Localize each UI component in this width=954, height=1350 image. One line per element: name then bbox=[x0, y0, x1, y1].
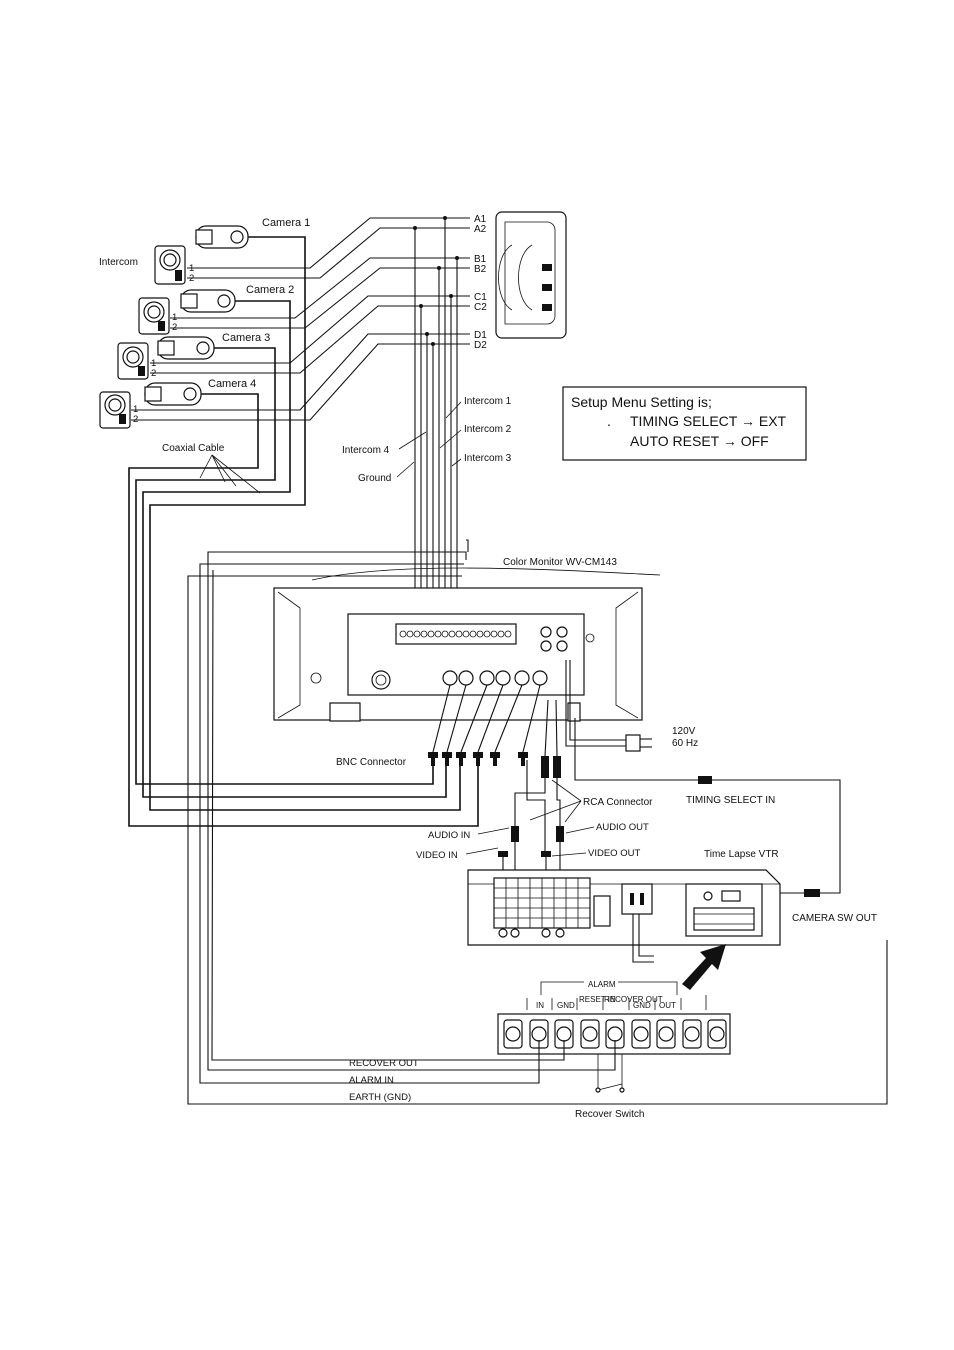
setup-box-bullet: . bbox=[607, 413, 611, 429]
alarm-in-terminal-label: IN bbox=[536, 1001, 544, 1010]
bnc-connectors: BNC Connector bbox=[336, 684, 541, 768]
intercom-label: Intercom bbox=[99, 257, 138, 268]
coaxial-cable-label: Coaxial Cable bbox=[162, 443, 225, 454]
recover-switch-label: Recover Switch bbox=[575, 1109, 644, 1120]
camera-2-label: Camera 2 bbox=[246, 284, 294, 296]
camera-1: Camera 1 bbox=[195, 217, 310, 249]
alarm-in-wire-label: ALARM IN bbox=[349, 1075, 394, 1086]
bnc-plug bbox=[456, 752, 466, 766]
rca-connectors: RCA Connector AUDIO IN VIDEO IN AUDIO OU… bbox=[416, 699, 653, 932]
alarm-terminal-block: ALARM IN GND RESET IN RECOVER OUT GND OU… bbox=[497, 980, 731, 1120]
audio-in-label: AUDIO IN bbox=[428, 830, 470, 841]
terminal-b1: B1 bbox=[474, 254, 487, 265]
alarm-gnd-terminal-label: GND bbox=[557, 1001, 575, 1010]
video-out-label: VIDEO OUT bbox=[588, 848, 640, 859]
terminal-d1: D1 bbox=[474, 330, 487, 341]
terminal-c2: C2 bbox=[474, 302, 487, 313]
coaxial-cables bbox=[128, 236, 479, 827]
power-voltage-label: 120V bbox=[672, 726, 696, 737]
terminal-strip-screws bbox=[399, 630, 512, 638]
intercom-unit-4: 1 2 bbox=[99, 391, 138, 429]
camera-sw-out-label: CAMERA SW OUT bbox=[792, 913, 877, 924]
monitor-label: Color Monitor WV-CM143 bbox=[503, 557, 617, 568]
reset-in-terminal-label: RESET IN bbox=[579, 995, 616, 1004]
intercom-wires bbox=[131, 216, 470, 622]
earth-gnd-wire-label: EARTH (GND) bbox=[349, 1092, 411, 1103]
alarm-gnd2-terminal-label: GND bbox=[633, 1001, 651, 1010]
terminal-a2: A2 bbox=[474, 224, 487, 235]
wire-labels: Intercom 1 Intercom 2 Intercom 3 Interco… bbox=[162, 396, 512, 494]
intercom-unit-3: 1 2 bbox=[117, 342, 156, 380]
intercom-2-wire-label: Intercom 2 bbox=[464, 424, 512, 435]
bnc-plug bbox=[490, 752, 500, 766]
color-monitor: Color Monitor WV-CM143 bbox=[273, 557, 661, 722]
bnc-plug bbox=[473, 752, 483, 766]
setup-menu-box: Setup Menu Setting is; . TIMING SELECT →… bbox=[562, 386, 807, 461]
pointer-arrow-icon bbox=[682, 944, 726, 990]
bnc-plug bbox=[442, 752, 452, 766]
vtr-grille bbox=[494, 878, 590, 928]
setup-box-line-1: TIMING SELECT → EXT bbox=[630, 413, 787, 429]
setup-box-line-2: AUTO RESET → OFF bbox=[630, 433, 769, 449]
rca-connector-label: RCA Connector bbox=[583, 797, 653, 808]
camera-1-label: Camera 1 bbox=[262, 217, 310, 229]
alarm-title: ALARM bbox=[588, 980, 616, 989]
setup-box-title: Setup Menu Setting is; bbox=[571, 394, 712, 410]
intercom-3-wire-label: Intercom 3 bbox=[464, 453, 512, 464]
camera-2: Camera 2 bbox=[180, 284, 294, 313]
time-lapse-vtr: Time Lapse VTR bbox=[467, 849, 781, 963]
master-intercom-station bbox=[495, 211, 567, 339]
bnc-plug bbox=[518, 752, 528, 766]
terminal-a1: A1 bbox=[474, 214, 487, 225]
recover-out-terminal-label: RECOVER OUT bbox=[604, 995, 663, 1004]
intercom-4-wire-label: Intercom 4 bbox=[342, 445, 390, 456]
intercom-unit-2: 1 2 bbox=[138, 297, 177, 335]
audio-out-label: AUDIO OUT bbox=[596, 822, 649, 833]
camera-4: Camera 4 bbox=[144, 378, 256, 406]
power-cord: 120V 60 Hz bbox=[565, 660, 698, 752]
terminal-b2: B2 bbox=[474, 264, 487, 275]
terminal-c1: C1 bbox=[474, 292, 487, 303]
recover-out-wire-label: RECOVER OUT bbox=[349, 1058, 419, 1069]
vtr-label: Time Lapse VTR bbox=[704, 849, 779, 860]
terminal-labels: A1 A2 B1 B2 C1 C2 D1 D2 bbox=[474, 214, 487, 351]
bnc-connector-label: BNC Connector bbox=[336, 757, 407, 768]
timing-select-in-label: TIMING SELECT IN bbox=[686, 795, 775, 806]
power-frequency-label: 60 Hz bbox=[672, 738, 698, 749]
alarm-cables: RECOVER OUT ALARM IN EARTH (GND) bbox=[187, 539, 888, 1105]
terminal-d2: D2 bbox=[474, 340, 487, 351]
ground-wire-label: Ground bbox=[358, 473, 391, 484]
intercom-unit-1: Intercom 1 2 bbox=[99, 245, 194, 285]
vtr-alarm-terminal bbox=[694, 913, 754, 925]
bnc-plug bbox=[428, 752, 438, 766]
video-in-label: VIDEO IN bbox=[416, 850, 458, 861]
alarm-out-terminal-label: OUT bbox=[659, 1001, 676, 1010]
camera-4-label: Camera 4 bbox=[208, 378, 256, 390]
camera-3: Camera 3 bbox=[157, 332, 270, 360]
intercom-1-wire-label: Intercom 1 bbox=[464, 396, 512, 407]
camera-3-label: Camera 3 bbox=[222, 332, 270, 344]
